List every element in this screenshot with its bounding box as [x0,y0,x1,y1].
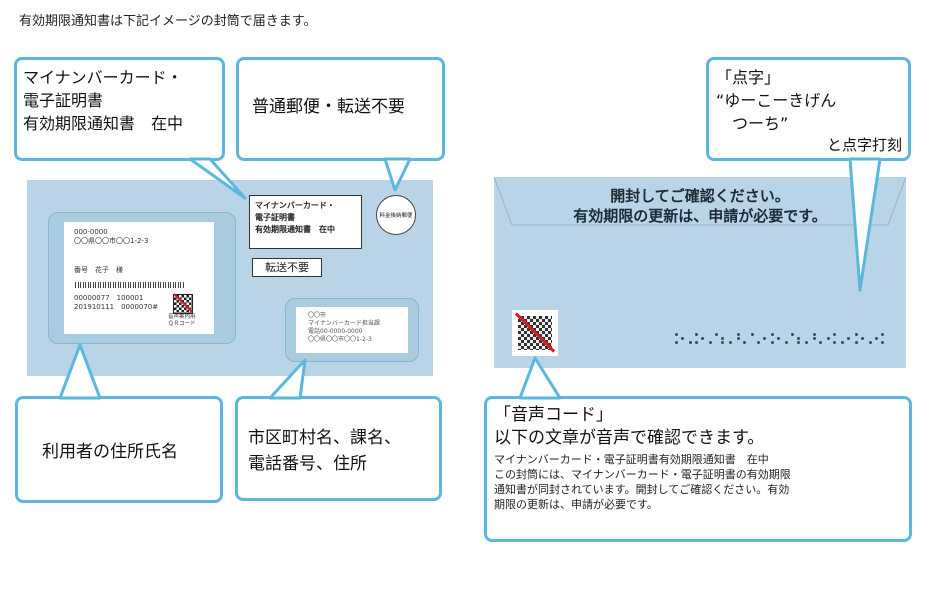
code-line-2: 201910111 0000070# [74,303,159,311]
braille-dot [721,337,724,340]
braille-dot [771,333,774,336]
envelope-flap [494,177,906,226]
braille-dot [675,341,678,344]
callout-municipal: 市区町村名、課名、 電話番号、住所 [235,396,442,501]
braille-dot [833,341,836,344]
braille-dot [737,337,740,340]
back-message: 開封してご確認ください。 有効期限の更新は、申請が必要です。 [494,186,906,226]
return-line-2: マイナンバーカード担当課 [308,320,380,327]
braille-dot [729,341,732,344]
braille-dot [737,333,740,336]
no-forward-label: 転送不要 [252,258,322,277]
recipient-name: 番号 花子 様 [74,266,123,274]
braille-dot [681,337,684,340]
braille-dot [797,341,800,344]
braille-dot [833,333,836,336]
callout-contents-line-3: 有効期限通知書 在中 [23,114,184,133]
callout-voice-title-1: 「音声コード」 [494,405,613,425]
braille-dot [689,341,692,344]
braille-dot [819,341,822,344]
braille-dot [797,337,800,340]
contents-line-1: マイナンバーカード・ [255,201,335,210]
braille-dot [721,341,724,344]
return-line-3: 電話00-0000-0000 [308,328,363,335]
braille-dot [813,337,816,340]
customer-barcode [75,282,185,288]
braille-dot [675,333,678,336]
callout-voice-body-1: マイナンバーカード・電子証明書有効期限通知書 在中 [494,453,769,466]
callout-braille-line-3: つーち” [716,114,789,133]
braille-dot [757,341,760,344]
callout-voice-body-4: 期限の更新は、申請が必要です。 [494,498,658,511]
braille-dot [701,337,704,340]
contents-line-3: 有効期限通知書 在中 [255,225,335,234]
callout-contents: マイナンバーカード・ 電子証明書 有効期限通知書 在中 [14,57,225,161]
callout-braille-line-1: 「点字」 [716,68,781,87]
callout-braille-line-4: と点字打刻 [826,136,902,154]
return-line-1: 〇〇市 [308,312,327,319]
callout-contents-line-2: 電子証明書 [23,91,104,110]
braille-dot [763,337,766,340]
qr-caption-1: 音声案内用 [168,314,196,320]
postage-stamp: 料金後納郵便 [376,195,416,235]
braille-dot [777,337,780,340]
back-message-line-2: 有効期限の更新は、申請が必要です。 [573,207,827,225]
braille-dot [695,341,698,344]
braille-dot [827,337,830,340]
braille-dot [841,341,844,344]
callout-user: 利用者の住所氏名 [15,396,223,503]
intro-text: 有効期限通知書は下記イメージの封筒で届きます。 [19,14,317,29]
back-message-line-1: 開封してご確認ください。 [610,187,790,205]
callout-municipal-line-1: 市区町村名、課名、 [248,428,401,448]
callout-contents-line-1: マイナンバーカード・ [23,68,183,87]
braille-dot [861,337,864,340]
braille-dot [771,341,774,344]
contents-label: マイナンバーカード・ 電子証明書 有効期限通知書 在中 [249,195,362,249]
address-street: 〇〇県〇〇市〇〇1‐2‐3 [74,237,149,245]
braille-dot [695,333,698,336]
callout-braille: 「点字」 “ゆーこーきげん つーち” と点字打刻 [706,57,911,161]
braille-dot [791,333,794,336]
braille-dot [881,333,884,336]
callout-voice-title-2: 以下の文章が音声で確認できます。 [494,428,765,448]
braille-dot [805,341,808,344]
braille-dot [751,333,754,336]
braille-dot [813,333,816,336]
return-line-4: 〇〇県〇〇市〇〇1‐2‐3 [308,336,372,343]
braille-dot [743,341,746,344]
callout-municipal-line-2: 電話番号、住所 [248,454,367,474]
callout-braille-line-2: “ゆーこーきげん [716,91,837,110]
braille-dot [847,337,850,340]
code-line-1: 00000077 100001 [74,294,144,302]
address-zip: 000-0000 [74,228,108,236]
braille-dot [785,341,788,344]
braille-dot [855,333,858,336]
callout-voice-code: 「音声コード」 以下の文章が音声で確認できます。 マイナンバーカード・電子証明書… [484,396,912,542]
callout-voice-body-2: この封筒には、マイナンバーカード・電子証明書の有効期限 [494,468,791,481]
braille-dot [869,341,872,344]
address-card: 000-0000 〇〇県〇〇市〇〇1‐2‐3 番号 花子 様 00000077 … [64,222,214,334]
qr-caption-2: ＱＲコード [168,321,196,327]
contents-line-2: 電子証明書 [255,213,295,222]
callout-postal: 普通郵便・転送不要 [236,57,445,161]
braille-dot [709,341,712,344]
braille-dot [715,333,718,336]
return-address-card: 〇〇市 マイナンバーカード担当課 電話00-0000-0000 〇〇県〇〇市〇〇… [296,307,408,353]
callout-voice-body-3: 通知書が同封されています。開封してご確認ください。有効 [494,483,790,496]
envelope-back [494,177,906,368]
braille-dot [881,341,884,344]
braille-dot [875,337,878,340]
braille-dot [855,341,858,344]
